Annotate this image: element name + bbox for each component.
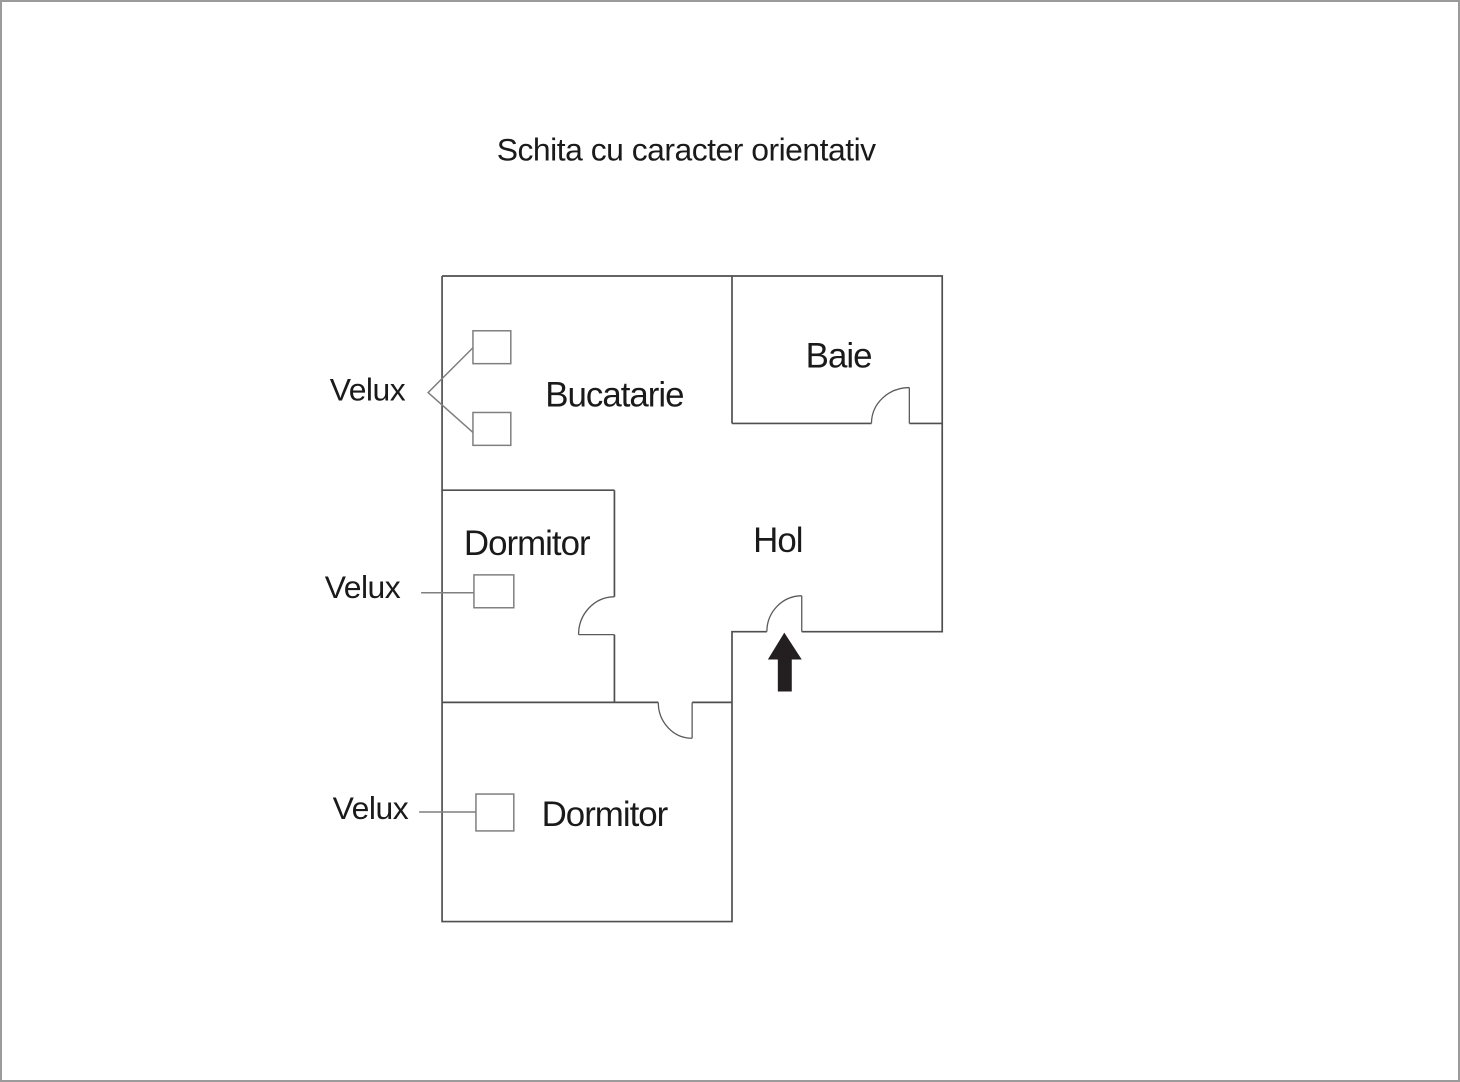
dormitor-upper-wall [442, 489, 616, 703]
velux-window-3 [473, 574, 515, 609]
velux-window-1 [472, 330, 512, 365]
room-label-dormitor-upper: Dormitor [464, 524, 591, 563]
velux-window-4 [475, 793, 515, 832]
velux-label-middle: Velux [325, 569, 401, 605]
room-label-dormitor-lower: Dormitor [542, 795, 669, 834]
dormitor-upper-door-arc [577, 596, 615, 635]
velux-pointer-top [427, 347, 474, 433]
velux-label-top: Velux [330, 372, 406, 408]
room-label-hol: Hol [753, 521, 802, 560]
velux-window-2 [472, 411, 512, 447]
velux-label-bottom: Velux [333, 790, 409, 826]
room-label-baie: Baie [806, 337, 872, 376]
outer-wall [441, 275, 944, 923]
dormitor-lower-door-arc [657, 702, 693, 739]
room-label-bucatarie: Bucatarie [545, 375, 683, 414]
entrance-arrow-icon [767, 632, 802, 692]
sketch-title: Schita cu caracter orientativ [497, 131, 876, 167]
baie-wall [731, 275, 943, 425]
entrance-door-arc [766, 595, 802, 632]
baie-door-arc [870, 386, 910, 424]
